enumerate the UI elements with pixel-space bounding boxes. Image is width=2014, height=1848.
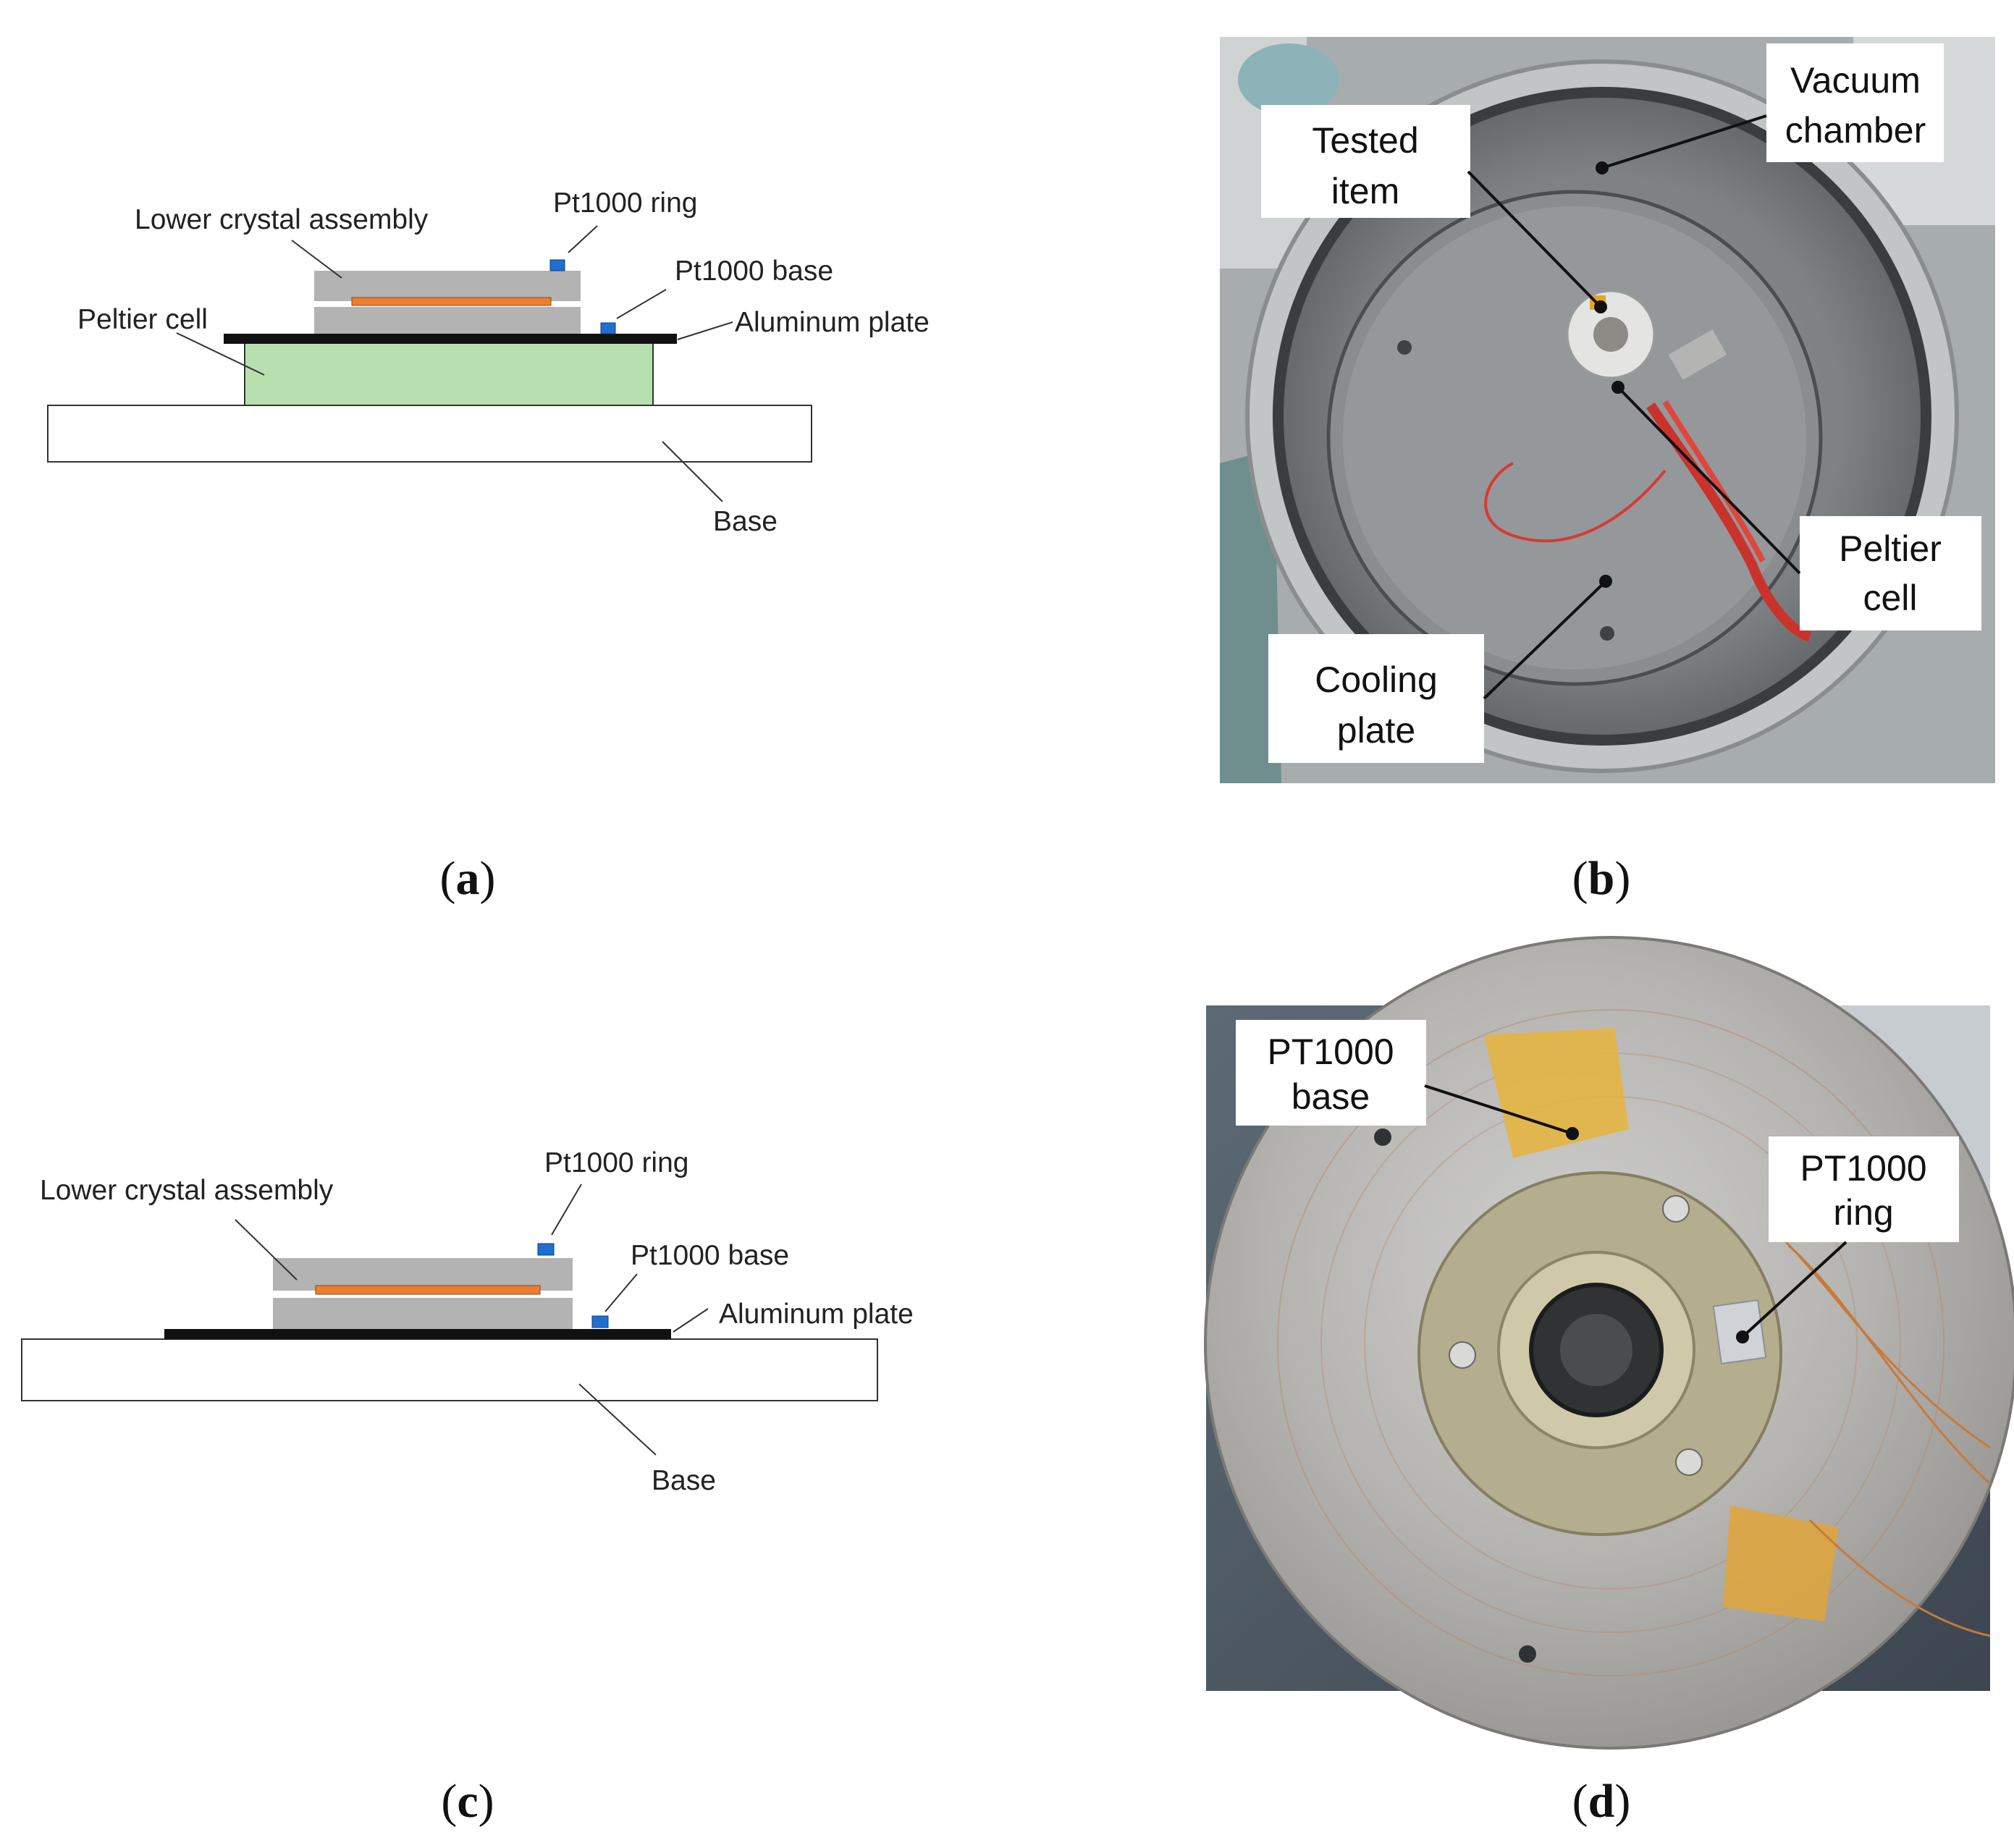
- label-lower-crystal-assembly: Lower crystal assembly: [135, 204, 429, 235]
- leader-lower-crystal: [291, 240, 342, 279]
- leader-pt1000-ring: [551, 1184, 582, 1236]
- crystal-layer-orange: [351, 297, 552, 306]
- callout-pt1000-ring: [1769, 1136, 1959, 1242]
- panel-letter-c: (c): [441, 1775, 494, 1828]
- aluminum-plate-bar: [224, 334, 677, 344]
- label-vacuum: Vacuum: [1790, 60, 1921, 101]
- label-pt1000-base-line2: base: [1292, 1076, 1370, 1117]
- leader-base: [578, 1383, 657, 1456]
- callout-peltier-cell: [1800, 516, 1981, 630]
- callout-pt1000-base: [1236, 1020, 1426, 1126]
- panel-letter-a: (a): [440, 852, 496, 905]
- aluminum-plate-bar: [164, 1329, 671, 1339]
- leader-pt1000-base: [616, 289, 667, 319]
- label-tested: Tested: [1312, 120, 1418, 161]
- callout-tested-item: [1261, 105, 1470, 218]
- leader-lower-crystal: [235, 1219, 298, 1280]
- panel-c-diagram: Lower crystal assembly Pt1000 ring Pt100…: [21, 1147, 914, 1496]
- crystal-layer-orange: [315, 1285, 541, 1295]
- panel-b-photo: Vacuum chamber Tested item Peltier cell …: [1220, 37, 1995, 783]
- leader-aluminum-plate: [673, 1308, 709, 1333]
- pt1000-ring-sensor: [537, 1243, 555, 1256]
- label-pt1000-base: Pt1000 base: [675, 256, 833, 287]
- label-lower-crystal-assembly: Lower crystal assembly: [40, 1175, 334, 1206]
- panel-d-photo: PT1000 base PT1000 ring: [1204, 936, 2014, 1750]
- pt1000-base-sensor: [591, 1315, 609, 1328]
- label-item: item: [1331, 171, 1399, 211]
- label-pt1000-base: Pt1000 base: [631, 1240, 789, 1271]
- leader-aluminum-plate: [677, 321, 733, 340]
- label-peltier: Peltier: [1839, 528, 1942, 569]
- label-pt1000-ring-line2: ring: [1833, 1192, 1893, 1233]
- callout-vacuum-chamber: [1766, 43, 1944, 162]
- label-pt1000-ring: Pt1000 ring: [553, 187, 697, 219]
- panel-letter-b: (b): [1572, 852, 1631, 905]
- base-block: [21, 1338, 878, 1401]
- label-pt1000-base-line1: PT1000: [1267, 1031, 1394, 1072]
- label-cell: cell: [1863, 578, 1917, 618]
- label-aluminum-plate: Aluminum plate: [719, 1299, 914, 1330]
- lower-crystal-lower-layer: [273, 1298, 573, 1329]
- label-peltier-cell: Peltier cell: [77, 304, 208, 335]
- leader-pt1000-base: [604, 1273, 638, 1312]
- lower-crystal-upper-layer: [314, 271, 581, 301]
- pt1000-base-sensor: [600, 322, 616, 334]
- label-chamber: chamber: [1785, 110, 1926, 151]
- base-block: [47, 405, 812, 463]
- label-pt1000-ring-line1: PT1000: [1800, 1148, 1926, 1189]
- label-aluminum-plate: Aluminum plate: [735, 307, 930, 338]
- label-plate: plate: [1337, 710, 1415, 751]
- label-base: Base: [652, 1465, 716, 1496]
- label-base: Base: [713, 506, 778, 537]
- callout-cooling-plate: [1268, 634, 1484, 763]
- panel-a-diagram: Lower crystal assembly Pt1000 ring Pt100…: [47, 187, 930, 537]
- label-pt1000-ring: Pt1000 ring: [544, 1147, 688, 1178]
- leader-peltier-cell: [176, 332, 265, 376]
- leader-base: [662, 441, 723, 502]
- pt1000-ring-sensor: [549, 259, 565, 271]
- peltier-cell-block: [244, 339, 654, 406]
- panel-letter-d: (d): [1572, 1775, 1631, 1828]
- leader-pt1000-ring: [568, 225, 598, 253]
- label-cooling: Cooling: [1315, 659, 1438, 700]
- lower-crystal-lower-layer: [314, 307, 581, 334]
